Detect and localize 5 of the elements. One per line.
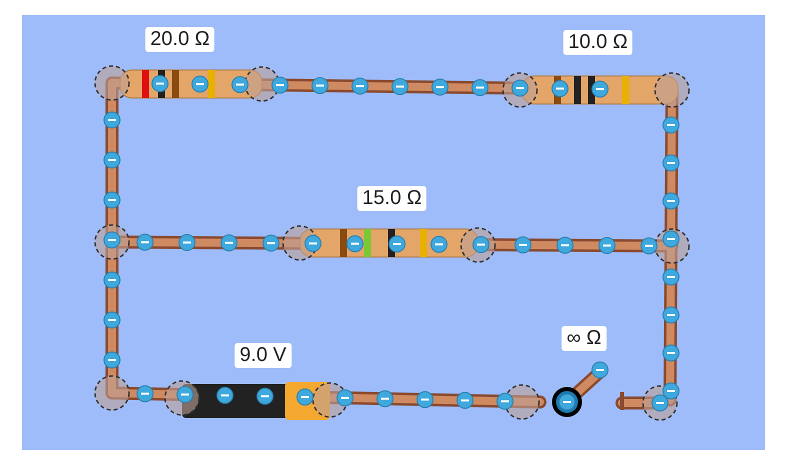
value-label: ∞ Ω bbox=[562, 326, 606, 351]
value-label: 15.0 Ω bbox=[357, 186, 427, 211]
value-label: 9.0 V bbox=[234, 343, 292, 368]
value-label: 10.0 Ω bbox=[563, 30, 633, 55]
value-label: 20.0 Ω bbox=[145, 27, 215, 52]
